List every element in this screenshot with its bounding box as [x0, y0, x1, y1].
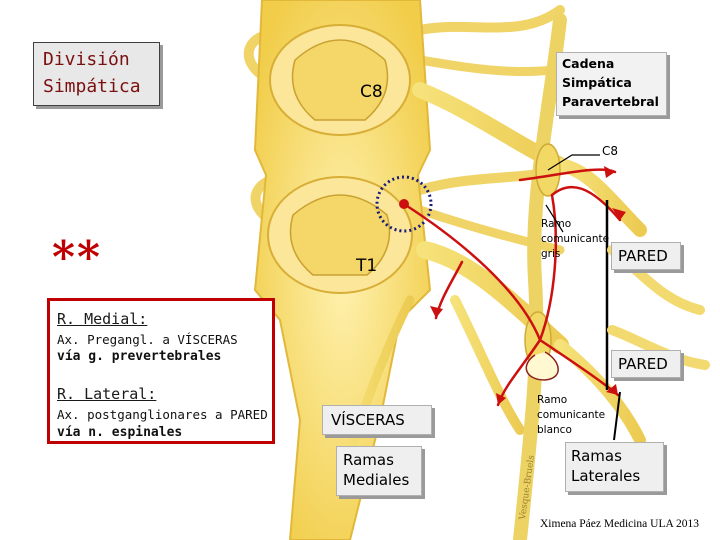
- axon-arrowheads: [430, 166, 626, 405]
- title-box: División Simpática: [33, 42, 160, 106]
- ramo-lateral-line-2: vía n. espinales: [57, 425, 183, 440]
- segment-label-c8: C8: [360, 82, 383, 102]
- sympathetic-chain: [513, 13, 567, 540]
- ramo-gris-line-3: gris: [541, 248, 561, 260]
- ramo-gris-line-2: comunicante: [541, 233, 610, 245]
- ramo-medial-heading: R. Medial:: [57, 310, 148, 328]
- ramo-lateral-line-1: Ax. postganglionares a PARED: [57, 407, 268, 422]
- cord-segment-t1: [267, 175, 433, 294]
- chain-label-line-3: Paravertebral: [562, 94, 659, 109]
- ramas-mediales-line-1: Ramas: [343, 451, 394, 469]
- ramas-laterales-line-1: Ramas: [571, 447, 622, 465]
- pared-lower-box: PARED: [611, 350, 681, 378]
- credit-text: Ximena Páez Medicina ULA 2013: [540, 518, 700, 530]
- title-line-1: División: [43, 49, 130, 70]
- segment-label-t1: T1: [356, 256, 378, 276]
- ramo-lateral-heading: R. Lateral:: [57, 385, 157, 403]
- ramas-mediales-box: Ramas Mediales: [336, 446, 422, 496]
- ramo-blanco-line-3: blanco: [537, 424, 572, 436]
- callout-lines: [545, 154, 600, 233]
- ramo-medial-line-2: vía g. prevertebrales: [57, 349, 222, 364]
- pared-lower-label: PARED: [618, 355, 668, 373]
- white-ramus: [525, 351, 559, 381]
- chain-label-box: Cadena Simpática Paravertebral: [556, 52, 667, 116]
- pared-upper-label: PARED: [618, 247, 668, 265]
- ramo-blanco-line-2: comunicante: [537, 409, 606, 421]
- cord-segment-c8: [269, 24, 411, 136]
- title-line-2: Simpática: [43, 76, 141, 97]
- emphasis-stars: **: [52, 232, 103, 283]
- ramas-laterales-line-2: Laterales: [571, 467, 641, 485]
- branch-description-box: R. Medial: Ax. Pregangl. a VÍSCERAS vía …: [47, 298, 275, 444]
- chain-label-line-1: Cadena: [562, 56, 615, 71]
- ramo-medial-line-1: Ax. Pregangl. a VÍSCERAS: [57, 332, 238, 347]
- ramas-laterales-box: Ramas Laterales: [565, 442, 664, 492]
- chain-label-line-2: Simpática: [562, 75, 632, 90]
- pared-upper-box: PARED: [611, 242, 681, 270]
- visceras-box: VÍSCERAS: [322, 405, 432, 435]
- ramas-mediales-line-2: Mediales: [343, 471, 410, 489]
- ramo-gris-line-1: Ramo: [541, 218, 572, 230]
- chain-c8-label: C8: [602, 144, 619, 158]
- visceras-label: VÍSCERAS: [331, 411, 405, 429]
- ramo-blanco-line-1: Ramo: [537, 394, 568, 406]
